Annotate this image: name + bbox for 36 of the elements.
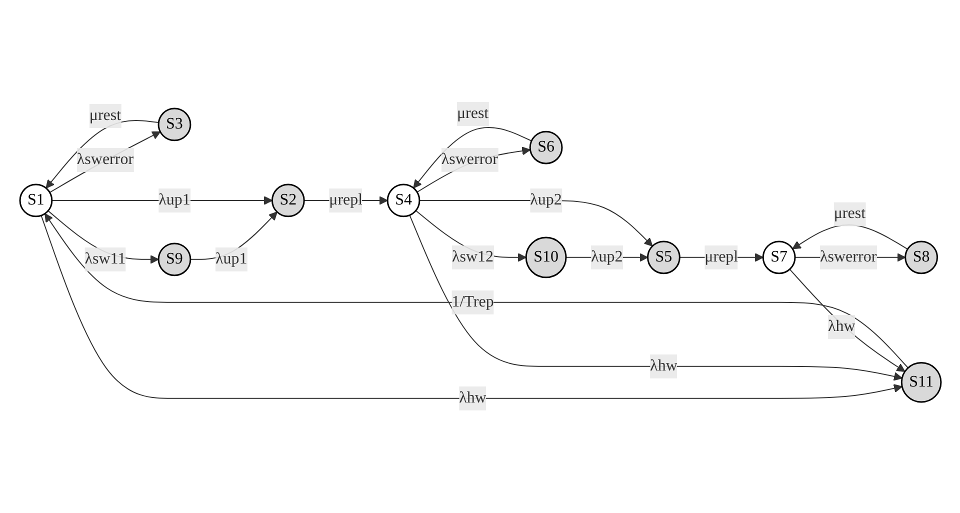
edge-label: λup1 <box>214 250 247 268</box>
edge-label: μrest <box>456 105 488 122</box>
node-circle: S5 <box>646 241 680 274</box>
edge-label: λswerror <box>76 151 134 168</box>
node-circle: S8 <box>904 241 938 274</box>
edge-label: μrepl <box>328 192 362 209</box>
arrow <box>48 132 160 194</box>
edge-label: λswerror <box>440 151 498 168</box>
arrow <box>788 269 905 372</box>
edge-label: λhw <box>650 358 677 375</box>
node-circle: S2 <box>270 184 304 218</box>
arrow <box>408 215 902 382</box>
edge-label: λup2 <box>530 192 562 209</box>
node-circle: S11 <box>900 362 942 404</box>
edge-label: μrepl <box>704 248 738 266</box>
edge-label: μrest <box>88 107 121 124</box>
edge-label: μrest <box>833 206 866 223</box>
node-circle: S7 <box>762 241 796 274</box>
arrow <box>40 215 902 400</box>
node-circle: S3 <box>157 108 191 142</box>
edge-label: λswerror <box>820 248 876 266</box>
edge-label: λsw11 <box>84 250 126 268</box>
arrow <box>412 127 532 189</box>
node-circle: S10 <box>524 237 566 278</box>
arrow <box>45 120 159 189</box>
arrow <box>416 146 530 193</box>
edge-label: λsw12 <box>452 248 494 266</box>
node-circle: S1 <box>18 184 52 218</box>
edge-label: λhw <box>828 318 855 336</box>
node-circle: S4 <box>386 184 420 218</box>
edge-label: λup2 <box>590 248 622 266</box>
node-circle: S6 <box>528 131 562 165</box>
edge-label: λhw <box>458 390 486 407</box>
edge-label: 1/Trep <box>451 294 494 311</box>
node-circle: S9 <box>157 243 191 276</box>
edge-label: λup1 <box>158 192 190 209</box>
